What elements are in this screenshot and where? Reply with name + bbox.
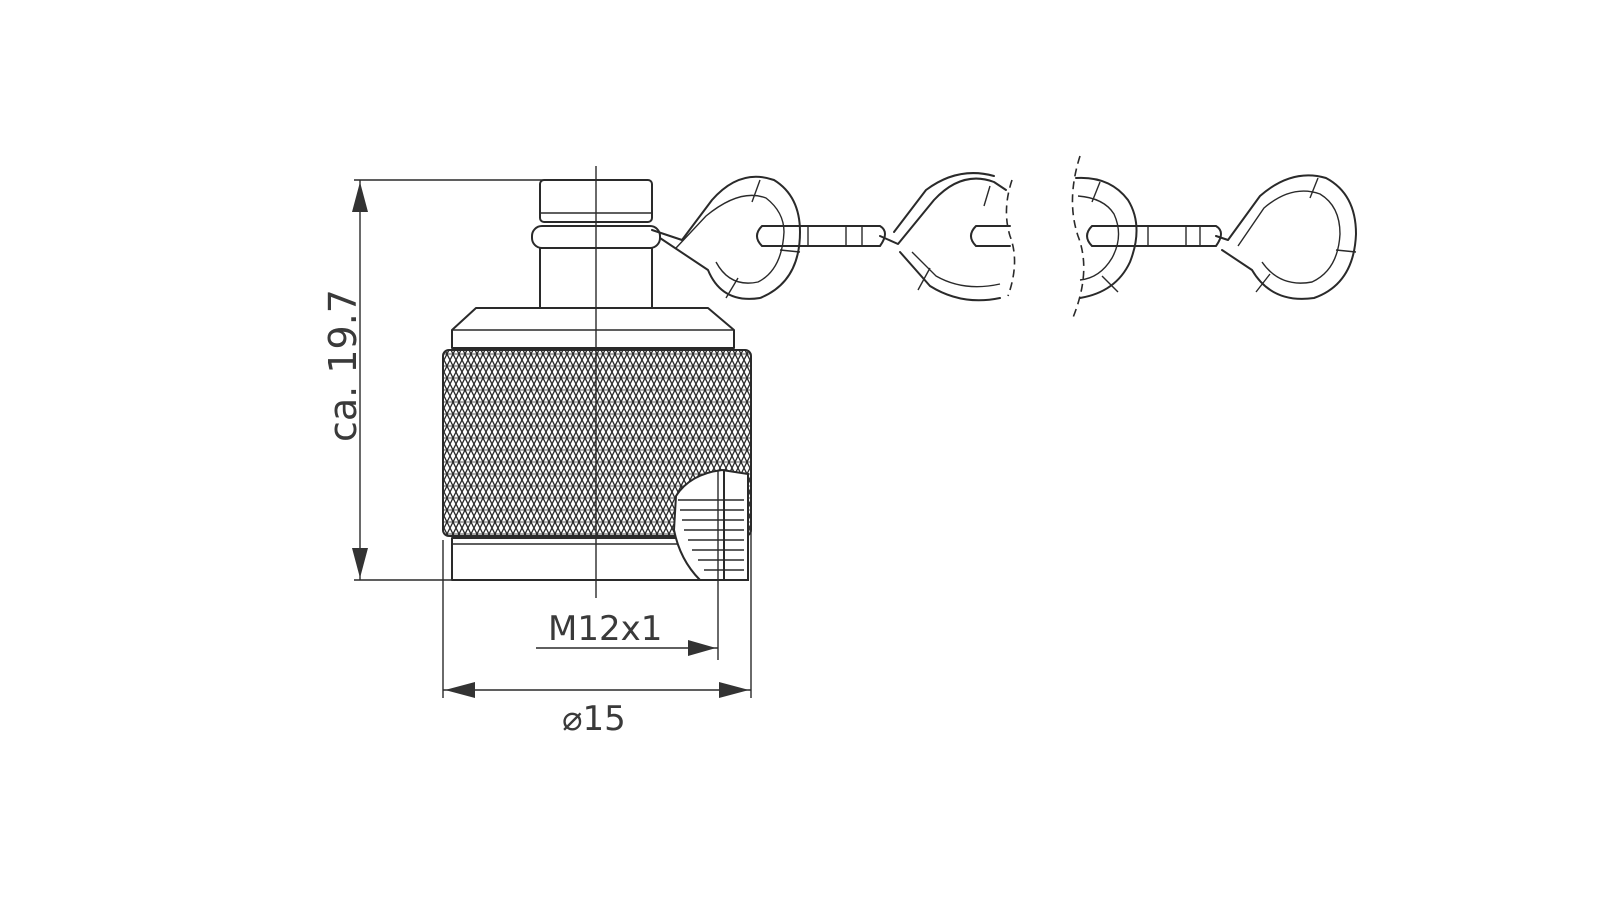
height-label: ca. 19.7	[321, 289, 365, 442]
diameter-arrow-right	[719, 682, 749, 698]
chain-end-link	[1215, 174, 1357, 300]
retaining-chain	[651, 155, 1357, 321]
chain-link-1	[651, 175, 801, 300]
cap-body	[442, 179, 752, 581]
height-arrow-top	[352, 182, 368, 212]
chain-link-2	[879, 177, 1007, 245]
break-line-left	[1005, 179, 1016, 297]
knurled-sleeve	[442, 349, 752, 537]
chain-link-3	[1075, 176, 1138, 299]
diameter-dimension: ⌀15	[442, 500, 752, 739]
thread-dimension: M12x1	[536, 470, 719, 660]
height-dimension: ca. 19.7	[321, 179, 596, 581]
diameter-arrow-left	[445, 682, 475, 698]
thread-label: M12x1	[548, 609, 662, 649]
chain-rod-1	[756, 225, 886, 247]
cap-shoulder	[451, 307, 735, 349]
thread-arrow	[688, 640, 716, 656]
height-arrow-bottom	[352, 548, 368, 578]
chain-rod-2	[1086, 225, 1222, 247]
diameter-label: ⌀15	[562, 699, 626, 739]
section-cutout	[672, 468, 749, 581]
break-line-right	[1071, 155, 1085, 321]
